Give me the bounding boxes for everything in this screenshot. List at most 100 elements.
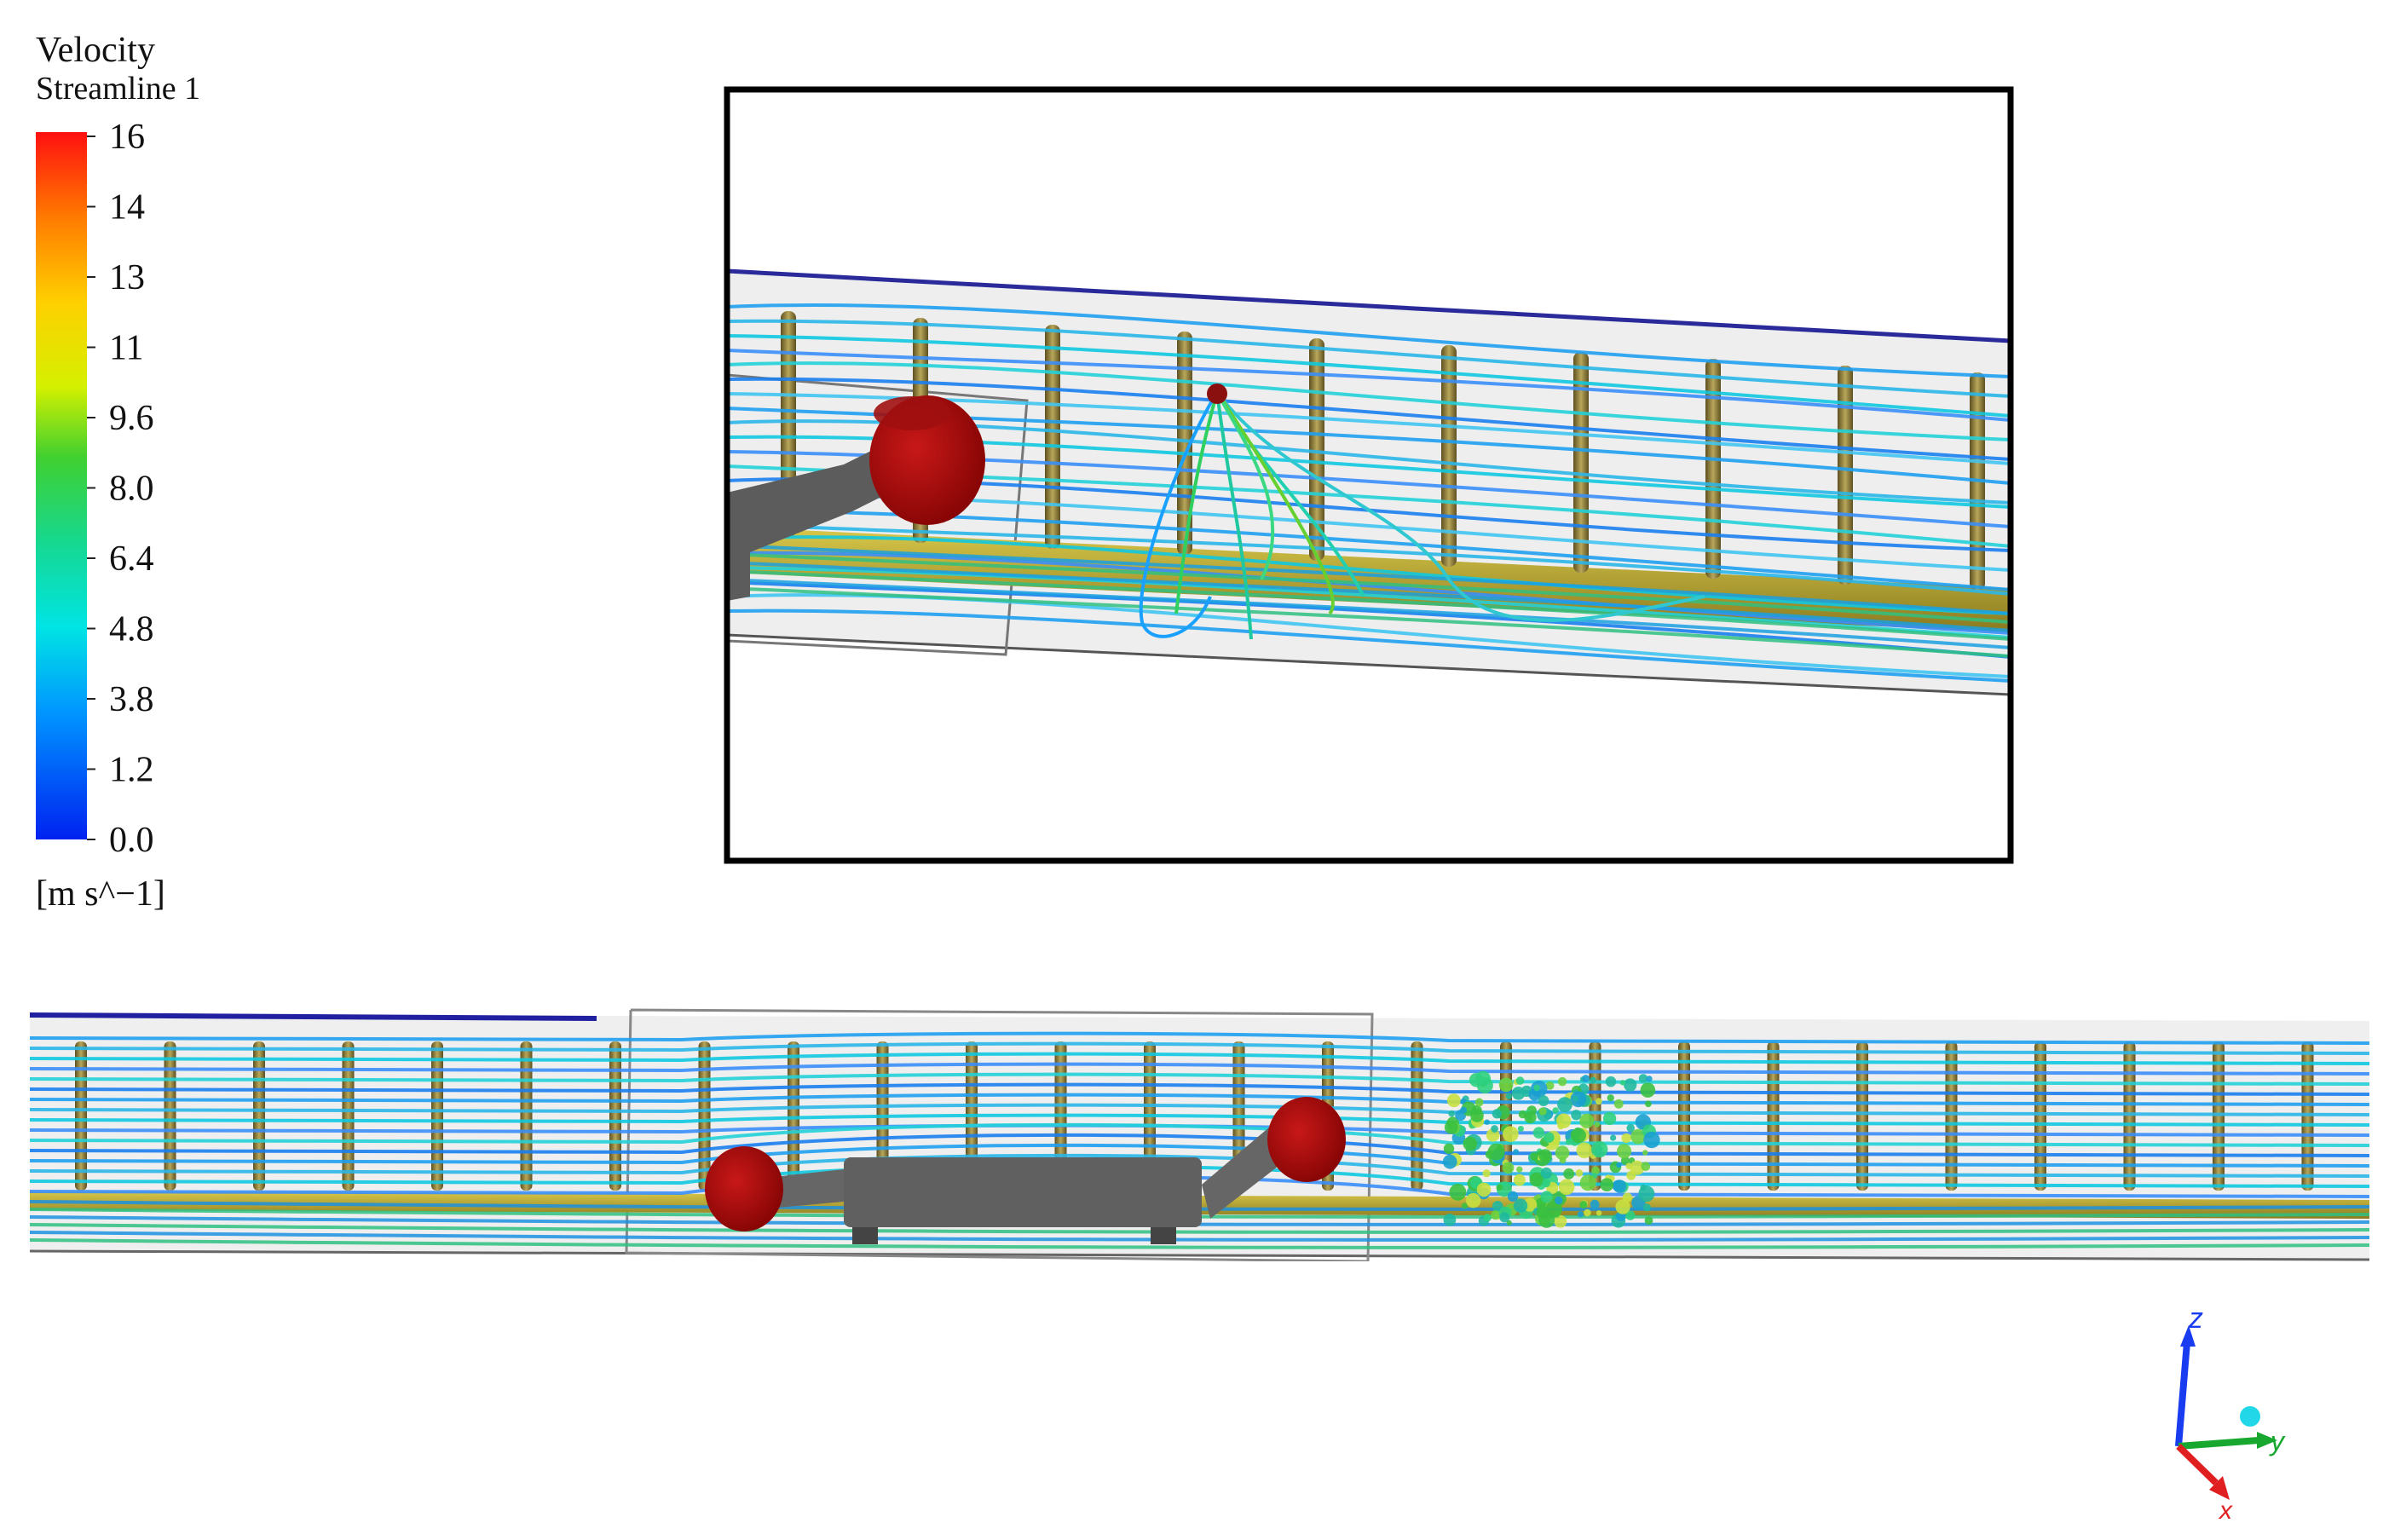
main-robot: [705, 1097, 1346, 1244]
legend-tick-label: 13: [109, 258, 145, 297]
cluster-particle: [1590, 1199, 1600, 1209]
cluster-particle: [1461, 1203, 1469, 1209]
cluster-particle: [1605, 1076, 1617, 1087]
cluster-particle: [1579, 1174, 1596, 1191]
legend-tick-label: 16: [109, 118, 145, 157]
inset-streamline: [727, 319, 2011, 398]
cluster-particle: [1630, 1128, 1646, 1145]
cluster-particle: [1590, 1076, 1596, 1084]
inset-streamline: [727, 407, 2011, 485]
main-pole: [1678, 1041, 1690, 1191]
inset-streamline: [727, 435, 2011, 509]
cluster-particle: [1540, 1167, 1553, 1180]
cluster-particle: [1545, 1201, 1562, 1218]
main-view: [30, 1008, 2369, 1261]
cluster-particle: [1555, 1145, 1570, 1160]
inset-pole: [1705, 359, 1721, 579]
inset-streamline: [727, 609, 2011, 683]
cluster-particle: [1443, 1143, 1455, 1155]
legend-tick-label: 8.0: [109, 470, 154, 509]
robot-chassis: [844, 1157, 1202, 1227]
main-streamline: [30, 1133, 2369, 1157]
cluster-particle: [1513, 1149, 1520, 1156]
axis-triad: z y x: [2175, 1302, 2286, 1525]
cluster-particle: [1516, 1166, 1523, 1173]
cluster-particle: [1595, 1098, 1602, 1105]
cluster-particle: [1554, 1214, 1567, 1228]
main-pole: [609, 1041, 621, 1191]
cluster-particle: [1538, 1107, 1547, 1116]
cluster-particle: [1596, 1210, 1602, 1216]
cluster-particle: [1625, 1162, 1633, 1170]
inset-pole: [1045, 325, 1060, 549]
cluster-particle: [1643, 1131, 1660, 1149]
x-axis-label: x: [2218, 1497, 2233, 1525]
cluster-particle: [1646, 1076, 1653, 1082]
cluster-particle: [1621, 1133, 1631, 1144]
main-streamline: [30, 1231, 2369, 1242]
cluster-particle: [1449, 1183, 1467, 1201]
cluster-particle: [1469, 1072, 1484, 1087]
inset-streamline: [727, 566, 2011, 639]
inset-streamline: [727, 561, 2011, 632]
inset-pole: [1838, 366, 1853, 585]
main-streamline: [30, 1113, 2369, 1127]
cluster-particle: [1555, 1196, 1563, 1205]
main-streamline: [30, 1223, 2369, 1234]
cluster-particle: [1594, 1122, 1601, 1128]
main-streamline: [30, 1122, 2369, 1147]
cluster-particle: [1506, 1220, 1512, 1226]
cluster-particle: [1482, 1169, 1491, 1178]
cluster-particle: [1544, 1132, 1555, 1143]
inset-streamline: [727, 508, 2011, 591]
main-pole: [164, 1041, 176, 1191]
main-pole: [342, 1041, 355, 1191]
cluster-particle: [1610, 1134, 1617, 1141]
cluster-particle: [1584, 1208, 1591, 1217]
inset-rail: [727, 527, 2011, 632]
legend-tick-label: 4.8: [109, 610, 154, 649]
cluster-particle: [1645, 1100, 1652, 1108]
cluster-particle: [1530, 1152, 1538, 1161]
cluster-particle: [1529, 1172, 1544, 1187]
cluster-particle: [1528, 1088, 1541, 1101]
cluster-particle: [1542, 1179, 1551, 1188]
cluster-particle: [1642, 1150, 1648, 1156]
cluster-particle: [1572, 1096, 1578, 1102]
cluster-particle: [1577, 1211, 1584, 1218]
inset-streamline: [727, 544, 2011, 615]
cluster-particle: [1505, 1093, 1513, 1099]
inset-particle-source: [1207, 384, 1227, 404]
main-streamline: [30, 1093, 2369, 1106]
inset-streamline: [727, 586, 2011, 658]
particle-cluster: [1442, 1070, 1660, 1228]
color-bar: [36, 132, 87, 839]
inset-streamline: [727, 349, 2011, 422]
cluster-particle: [1570, 1091, 1587, 1108]
cluster-particle: [1442, 1154, 1457, 1169]
cluster-particle: [1640, 1184, 1647, 1191]
cluster-particle: [1616, 1144, 1632, 1159]
cluster-particle: [1498, 1077, 1514, 1093]
z-axis-label: z: [2188, 1302, 2203, 1335]
cluster-particle: [1538, 1095, 1549, 1106]
cluster-particle: [1571, 1128, 1586, 1144]
cluster-particle: [1443, 1213, 1457, 1226]
cluster-particle: [1511, 1087, 1526, 1100]
main-pole: [253, 1041, 265, 1191]
inset-pole: [1177, 332, 1192, 555]
cluster-particle: [1466, 1193, 1481, 1208]
inset-streamline: [727, 419, 2011, 505]
cluster-particle: [1624, 1078, 1637, 1092]
inset-streamline: [727, 377, 2011, 461]
legend-subtitle: Streamline 1: [36, 71, 200, 107]
cluster-particle: [1499, 1212, 1510, 1223]
y-axis: [2178, 1437, 2259, 1450]
cluster-particle: [1600, 1178, 1614, 1192]
cluster-particle: [1641, 1162, 1651, 1171]
legend-title: Velocity: [36, 31, 155, 70]
cluster-particle: [1591, 1166, 1600, 1175]
cluster-particle: [1575, 1168, 1584, 1177]
cluster-particle: [1563, 1168, 1575, 1180]
